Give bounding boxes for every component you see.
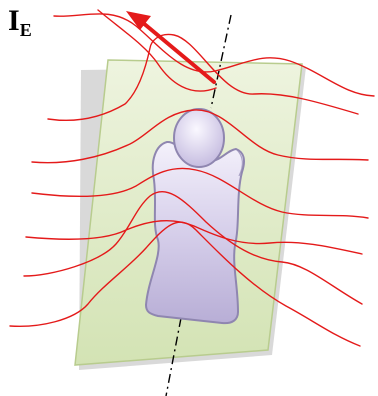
field-line-3: [31, 109, 369, 164]
person-body: [144, 141, 245, 325]
current-label: IE: [8, 6, 32, 45]
body-axis-upper: [210, 14, 232, 109]
current-arrow-icon: [126, 11, 216, 84]
current-label-symbol: I: [8, 4, 20, 37]
field-line-6: [23, 190, 363, 305]
person-figure-icon: [144, 108, 245, 325]
field-line-2: [47, 33, 359, 122]
field-lines: [9, 9, 375, 347]
person-shoulder-fold: [235, 148, 243, 177]
person-head: [173, 108, 225, 168]
field-line-8: [97, 9, 217, 92]
current-arrow-head: [126, 11, 151, 30]
field-line-7: [9, 221, 361, 347]
body-axis-lower: [165, 317, 182, 396]
field-line-5: [25, 219, 363, 255]
current-label-subscript: E: [19, 20, 32, 40]
field-line-4: [31, 167, 369, 219]
current-arrow-shaft: [140, 20, 216, 84]
